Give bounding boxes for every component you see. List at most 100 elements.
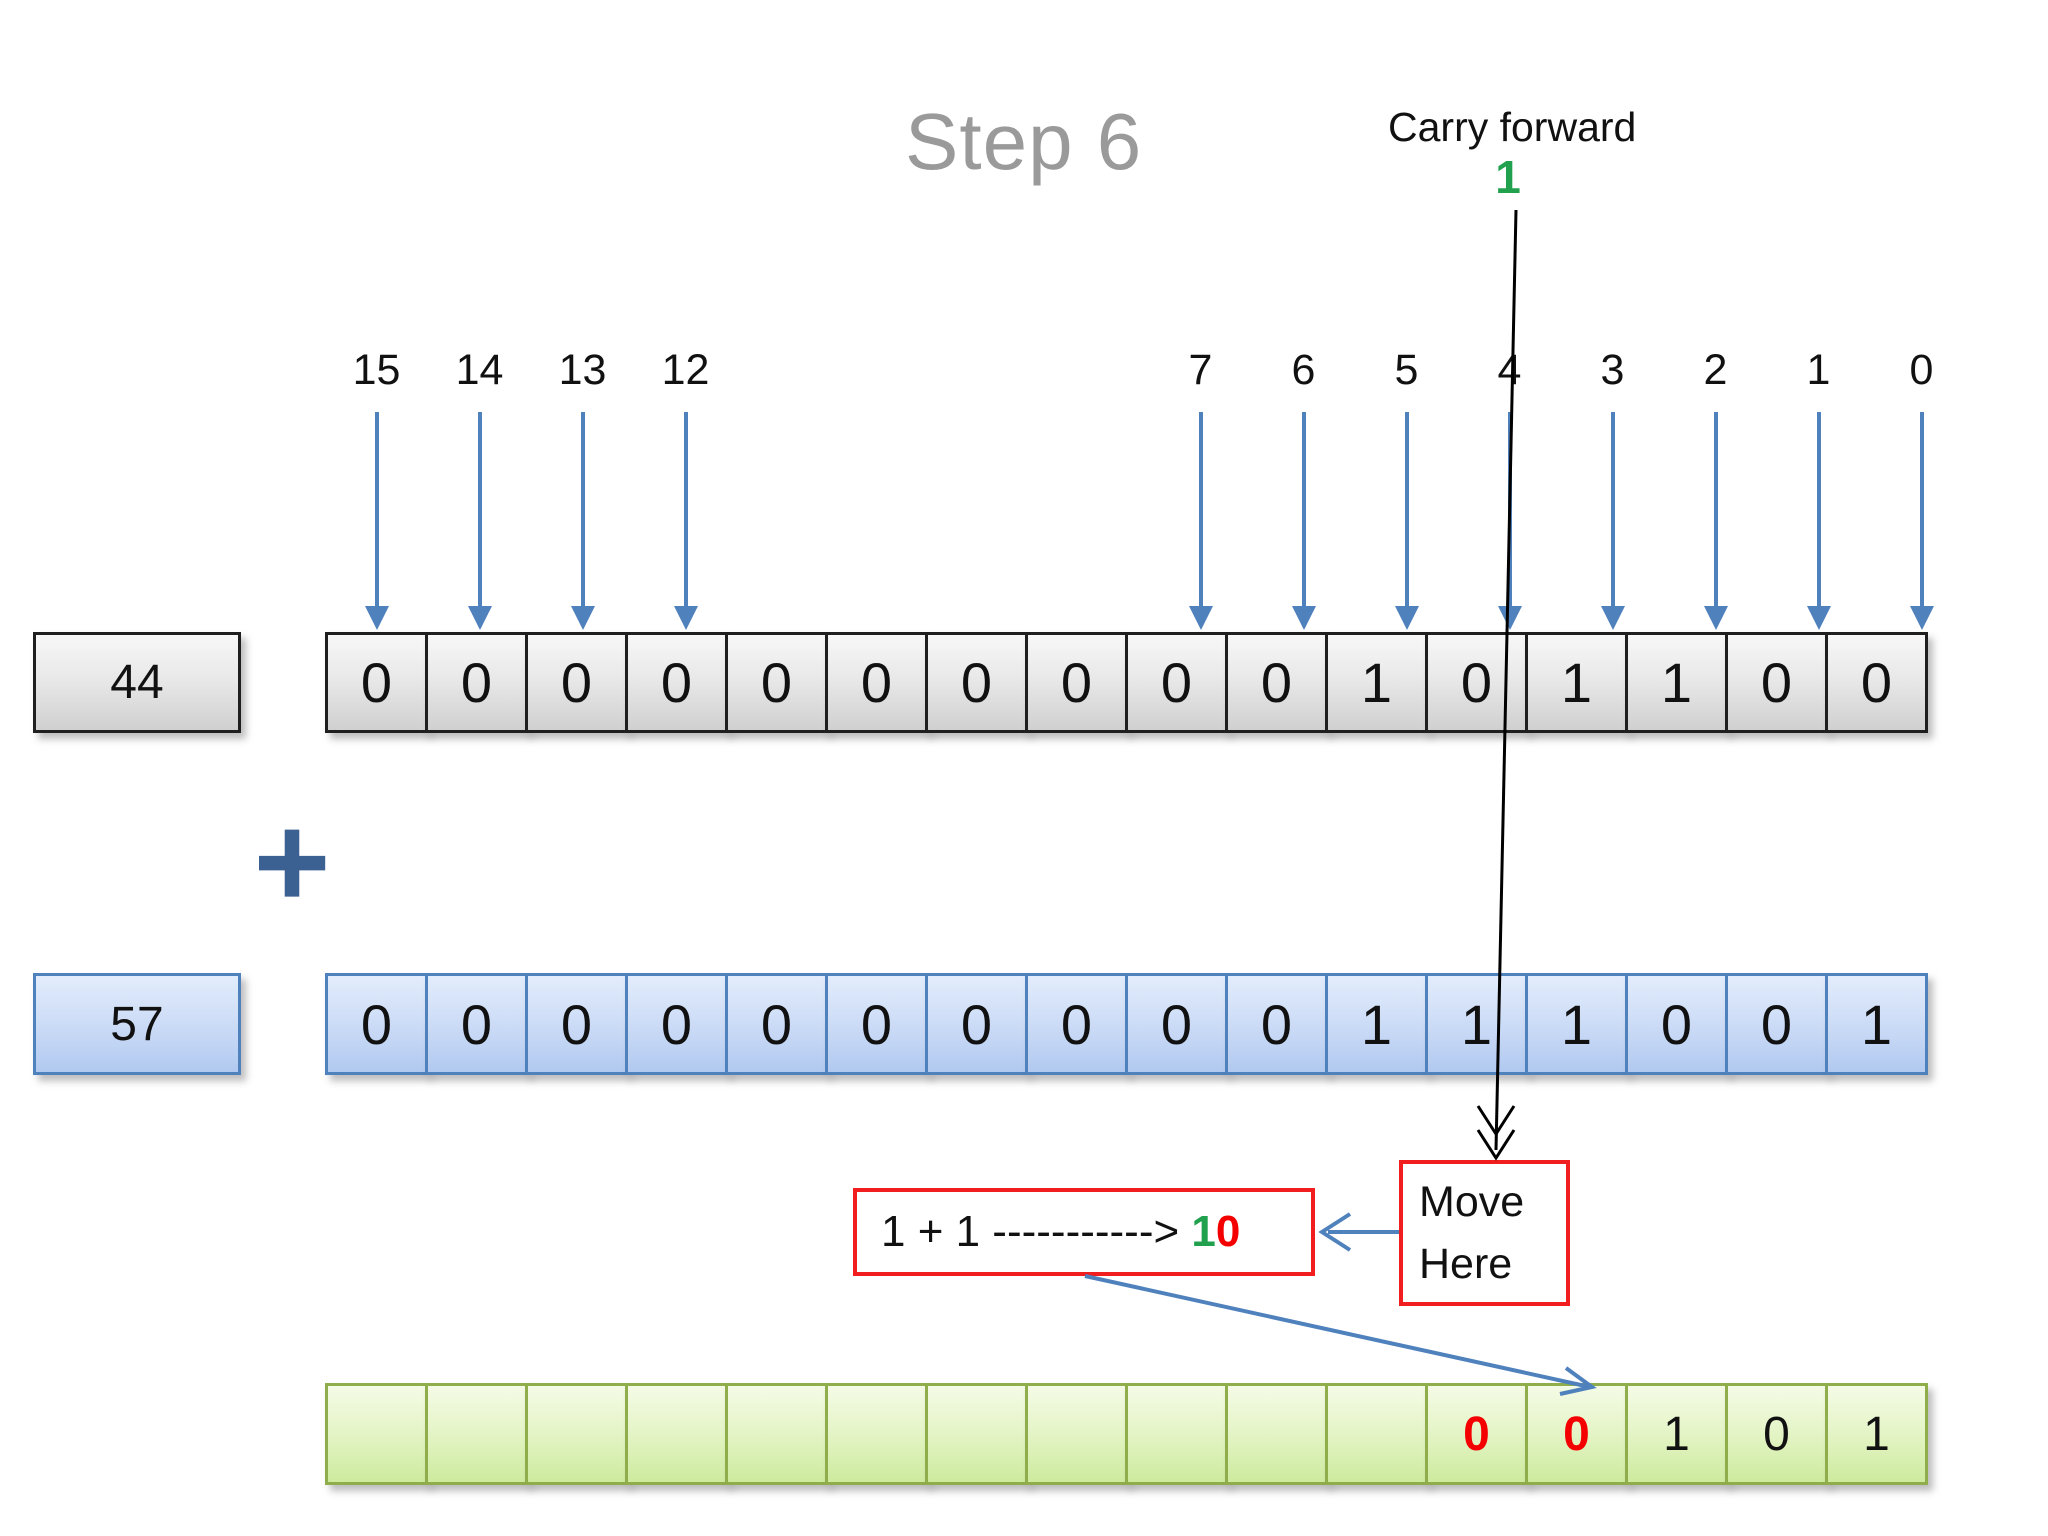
bit-cell: 0 <box>825 973 928 1075</box>
bit-pointer-line <box>1507 412 1512 610</box>
bit-pointer-line <box>1301 412 1306 610</box>
carry-arrowhead-upper-chevron <box>1476 1105 1516 1137</box>
bit-pointer-line <box>1919 412 1924 610</box>
bit-pointer-arrowhead-icon <box>673 606 698 630</box>
bit-pointer-line <box>1198 412 1203 610</box>
bit-pointer-line <box>580 412 585 610</box>
bit-position-label: 6 <box>1291 346 1316 394</box>
bit-cell: 0 <box>1125 973 1228 1075</box>
move-here-line1: Move <box>1419 1177 1525 1226</box>
bit-cell: 0 <box>825 632 928 733</box>
move-to-equation-arrowhead <box>1318 1212 1352 1252</box>
bit-pointer-arrowhead-icon <box>1291 606 1316 630</box>
equation-text: 1 + 1 -----------> <box>881 1207 1192 1256</box>
bit-pointer-arrowhead-icon <box>1394 606 1419 630</box>
bit-cell: 0 <box>625 632 728 733</box>
bit-cell <box>625 1383 728 1485</box>
bit-pointer-arrowhead-icon <box>570 606 595 630</box>
carry-arrowhead-lower-chevron <box>1476 1129 1516 1161</box>
bit-position-label: 2 <box>1703 346 1728 394</box>
bit-cell <box>725 1383 828 1485</box>
bit-pointer-arrowhead-icon <box>1806 606 1831 630</box>
bit-cell: 0 <box>425 973 528 1075</box>
bit-cell <box>1225 1383 1328 1485</box>
bit-pointer-arrowhead-icon <box>1188 606 1213 630</box>
bit-pointer-line <box>1404 412 1409 610</box>
bit-pointer-line <box>477 412 482 610</box>
bit-cell <box>1325 1383 1428 1485</box>
move-here-callout: Move Here <box>1399 1160 1570 1306</box>
bit-cell: 1 <box>1825 1383 1928 1485</box>
bit-cell: 0 <box>1225 973 1328 1075</box>
operand-b-label-box: 57 <box>33 973 241 1075</box>
bit-pointer-arrowhead-icon <box>1600 606 1625 630</box>
bit-cell: 0 <box>1425 1383 1528 1485</box>
bit-pointer-line <box>683 412 688 610</box>
bit-cell: 0 <box>925 973 1028 1075</box>
bit-cell: 0 <box>925 632 1028 733</box>
bit-cell: 0 <box>1425 632 1528 733</box>
bit-position-label: 13 <box>558 346 607 394</box>
bit-cell: 1 <box>1625 632 1728 733</box>
bit-cell <box>1025 1383 1128 1485</box>
bit-cell: 1 <box>1325 973 1428 1075</box>
bit-cell: 1 <box>1625 1383 1728 1485</box>
operand-a-label-box: 44 <box>33 632 241 733</box>
bit-cell: 0 <box>525 973 628 1075</box>
bit-cell: 0 <box>1725 973 1828 1075</box>
bit-cell: 0 <box>1625 973 1728 1075</box>
bit-pointer-arrowhead-icon <box>1703 606 1728 630</box>
bit-pointer-line <box>1610 412 1615 610</box>
bit-cell: 0 <box>1525 1383 1628 1485</box>
bit-cell: 0 <box>725 632 828 733</box>
bit-cell: 1 <box>1825 973 1928 1075</box>
bit-pointer-arrowhead-icon <box>467 606 492 630</box>
bit-pointer-line <box>1816 412 1821 610</box>
bit-position-label: 4 <box>1497 346 1522 394</box>
bit-cell <box>825 1383 928 1485</box>
bit-position-label: 1 <box>1806 346 1831 394</box>
bit-cell: 1 <box>1525 632 1628 733</box>
equation-green-digit: 1 <box>1191 1207 1216 1256</box>
bit-pointer-line <box>374 412 379 610</box>
bit-cell <box>925 1383 1028 1485</box>
bit-pointer-line <box>1713 412 1718 610</box>
bit-cell: 0 <box>625 973 728 1075</box>
bit-position-label: 0 <box>1909 346 1934 394</box>
bit-position-label: 5 <box>1394 346 1419 394</box>
bit-cell: 0 <box>325 973 428 1075</box>
step-title: Step 6 <box>905 97 1143 186</box>
bit-cell: 0 <box>725 973 828 1075</box>
bit-cell: 0 <box>325 632 428 733</box>
bit-cell <box>325 1383 428 1485</box>
bit-cell: 1 <box>1325 632 1428 733</box>
bit-cell: 0 <box>1725 1383 1828 1485</box>
bit-cell: 0 <box>1025 632 1128 733</box>
bit-cell: 0 <box>1125 632 1228 733</box>
bit-position-label: 3 <box>1600 346 1625 394</box>
bit-cell: 1 <box>1425 973 1528 1075</box>
carry-forward-label: Carry forward <box>1388 104 1637 150</box>
bit-cell <box>525 1383 628 1485</box>
bit-cell: 1 <box>1525 973 1628 1075</box>
bit-position-label: 7 <box>1188 346 1213 394</box>
move-here-line2: Here <box>1419 1240 1513 1288</box>
carry-forward-value: 1 <box>1495 151 1521 203</box>
equation-red-digit: 0 <box>1215 1207 1241 1256</box>
bit-position-label: 12 <box>661 346 710 394</box>
bit-cell: 0 <box>1025 973 1128 1075</box>
bit-cell <box>1125 1383 1228 1485</box>
bit-position-label: 14 <box>455 346 504 394</box>
bit-cell <box>425 1383 528 1485</box>
bit-cell: 0 <box>525 632 628 733</box>
bit-pointer-arrowhead-icon <box>1497 606 1522 630</box>
bit-cell: 0 <box>1825 632 1928 733</box>
bit-position-label: 15 <box>352 346 401 394</box>
bit-cell: 0 <box>1725 632 1828 733</box>
plus-operator: + <box>253 788 331 935</box>
